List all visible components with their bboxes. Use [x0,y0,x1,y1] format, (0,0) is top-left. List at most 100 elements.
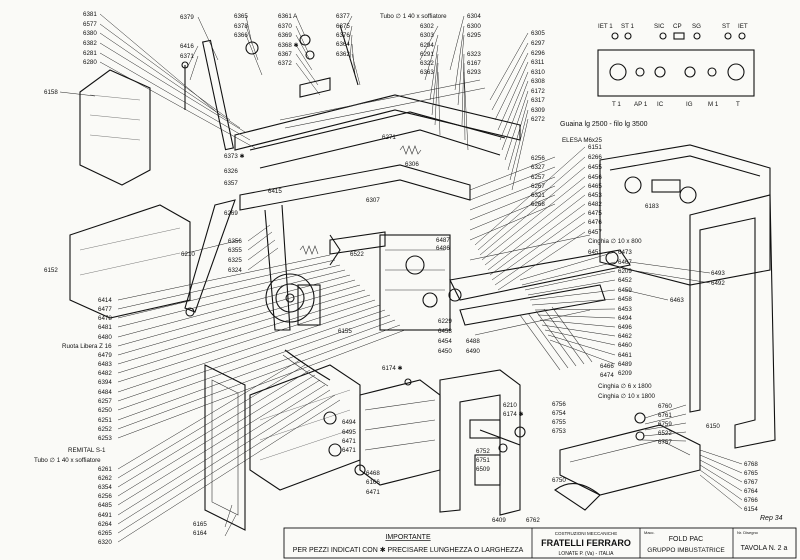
label-6377: 6377 [336,13,350,20]
label-6167: 6167 [467,60,481,67]
label-6755: 6755 [552,419,566,426]
label-6457: 6457 [588,229,602,236]
lever-arm-6269 [184,199,236,313]
right-frame-6150 [689,194,776,449]
panel-label-sg: SG [692,23,701,30]
label-6757: 6757 [658,439,672,446]
label-6166: 6166 [366,479,380,486]
label-6174b: 6174 ✱ [503,411,524,418]
label-6268: 6268 [531,201,545,208]
label-6174: 6174 ✱ [382,365,403,372]
label-6765: 6765 [744,470,758,477]
label-6302: 6302 [420,23,434,30]
lower-left-panel [204,364,246,531]
control-panel-bottom-labels: T 1 AP 1 IC IG M 1 T [612,101,740,108]
label-6310: 6310 [531,69,545,76]
label-6493: 6493 [711,270,725,277]
label-6326: 6326 [224,168,238,175]
label-6752: 6752 [476,448,490,455]
label-6308: 6308 [531,78,545,85]
label-6461: 6461 [618,352,632,359]
free-wheel-z16 [265,273,315,323]
label-6483: 6483 [98,361,112,368]
label-6210b: 6210 [503,402,517,409]
label-6759: 6759 [658,421,672,428]
label-6183: 6183 [645,203,659,210]
label-6372: 6372 [278,60,292,67]
electrical-cabinet [599,144,771,286]
title-importante: IMPORTANTE [385,534,431,541]
label-6463: 6463 [670,297,684,304]
label-6454: 6454 [438,338,452,345]
label-6751: 6751 [476,457,490,464]
label-6256b: 6256 [98,493,112,500]
label-6476: 6476 [588,219,602,226]
title-location: LONATE P. (Va) - ITALIA [559,551,615,557]
label-6357: 6357 [224,180,238,187]
label-6466: 6466 [600,363,614,370]
label-6281: 6281 [83,50,97,57]
label-6209: 6209 [618,268,632,275]
label-6356: 6356 [228,238,242,245]
label-6373: 6373 ✱ [224,153,245,160]
upper-frame-rail [234,94,521,151]
label-6251: 6251 [98,417,112,424]
label-6452: 6452 [618,277,632,284]
label-6209b: 6209 [618,370,632,377]
label-6767: 6767 [744,479,758,486]
vertical-bar-6379 [201,39,235,151]
annotation-guaina: Guaina lg 2500 - filo lg 3500 [560,121,648,128]
control-panel [597,49,755,97]
chain-6174 [284,349,331,381]
label-6306: 6306 [405,161,419,168]
label-6366: 6366 [234,32,248,39]
label-6325: 6325 [228,257,242,264]
label-6471: 6471 [342,438,356,445]
label-6453: 6453 [588,192,602,199]
label-6257: 6257 [531,174,545,181]
panel-label-iet1: IET 1 [598,23,613,30]
label-6478: 6478 [98,315,112,322]
label-6320: 6320 [98,539,112,546]
label-6492: 6492 [711,280,725,287]
annotation-ruota-libera: Ruota Libera Z 16 [62,343,112,350]
label-6496: 6496 [618,324,632,331]
pedal-6762 [554,483,601,511]
label-6760: 6760 [658,403,672,410]
base-frame [439,369,521,516]
label-6382: 6382 [83,40,97,47]
label-6766: 6766 [744,497,758,504]
panel-label-iet: IET [738,23,748,30]
label-6768: 6768 [744,461,758,468]
panel-label-t1: T 1 [612,101,621,108]
label-6311: 6311 [531,59,545,66]
title-tavola: TAVOLA N. 2 a [741,545,788,552]
label-6164: 6164 [193,530,207,537]
spring-6306 [399,145,422,155]
label-6252: 6252 [98,426,112,433]
title-block: IMPORTANTE PER PEZZI INDICATI CON ✱ PREC… [283,527,797,559]
label-6481: 6481 [98,324,112,331]
panel-label-ap1: AP 1 [634,101,648,108]
label-6355: 6355 [228,247,242,254]
label-6296: 6296 [531,50,545,57]
label-6367: 6367 [278,51,292,58]
label-6365: 6365 [234,13,248,20]
label-6482b: 6482 [98,370,112,377]
title-costruzioni: COSTRUZIONI MECCANICHE [555,531,618,536]
label-6764: 6764 [744,488,758,495]
label-6257b: 6257 [98,398,112,405]
label-6577: 6577 [83,21,97,28]
label-6363: 6363 [420,69,434,76]
label-6303: 6303 [420,32,434,39]
label-6378: 6378 [234,23,248,30]
label-6468: 6468 [366,470,380,477]
central-mechanism-housing [379,234,451,331]
label-6474: 6474 [600,372,614,379]
title-group: GRUPPO IMBUSTATRICE [647,547,725,554]
title-note: PER PEZZI INDICATI CON ✱ PRECISARE LUNGH… [293,546,524,554]
label-6488: 6488 [466,338,480,345]
label-6271: 6271 [382,134,396,141]
label-6165: 6165 [193,521,207,528]
annotation-elesa: ELESA M6x25 [562,137,602,144]
